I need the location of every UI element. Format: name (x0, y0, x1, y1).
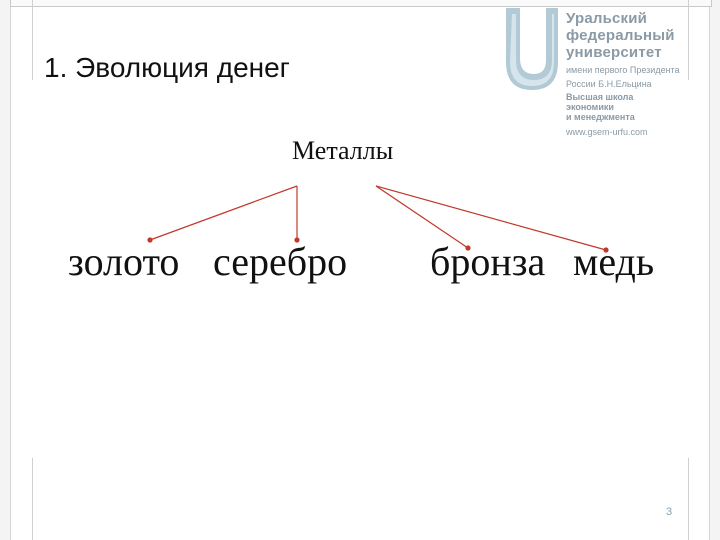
frame-corner-bottom-right (688, 458, 711, 540)
diagram-root-metals: Металлы (292, 136, 394, 165)
diagram-leaf-copper: медь (573, 239, 655, 284)
logo-url: www.gsem-urfu.com (566, 127, 648, 137)
connector-copper (375, 185, 607, 251)
logo-school-2: экономики (566, 102, 614, 112)
logo-school-3: и менеджмента (566, 112, 635, 122)
logo-line-1: Уральский (566, 10, 648, 27)
logo-line-2: федеральный (566, 27, 675, 44)
logo-sub-2: России Б.Н.Ельцина (566, 79, 652, 89)
slide-frame-right (709, 0, 720, 540)
connector-bronze (375, 185, 469, 249)
diagram-leaf-silver: серебро (213, 239, 348, 284)
frame-corner-top-right (688, 0, 711, 80)
frame-corner-bottom-left (10, 458, 33, 540)
urfu-logo-icon (506, 8, 558, 90)
slide-frame-top (10, 0, 712, 7)
logo-sub-1: имени первого Президента (566, 65, 680, 75)
logo-line-3: университет (566, 44, 662, 61)
frame-corner-top-left (10, 0, 33, 80)
slide-frame-left (0, 0, 11, 540)
page-number: 3 (666, 506, 673, 518)
diagram-leaf-bronze: бронза (430, 239, 546, 284)
connector-gold (149, 185, 298, 241)
slide-title: 1. Эволюция денег (44, 52, 290, 83)
diagram-leaf-gold: золото (68, 239, 180, 284)
university-logo: Уральский федеральный университет имени … (502, 6, 690, 142)
logo-school-1: Высшая школа (566, 92, 634, 102)
